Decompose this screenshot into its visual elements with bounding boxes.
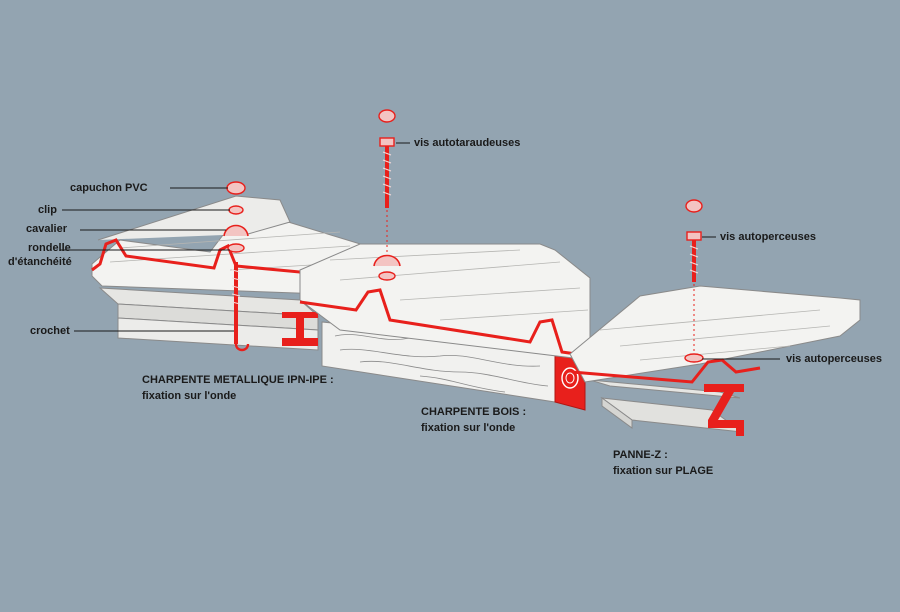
leader-lines [60,142,780,360]
right-screw-stack [684,199,704,363]
middle-screw-stack [373,109,401,281]
caption-z-purlin: PANNE-Z : fixation sur PLAGE [613,447,713,479]
caption-metal-framing: CHARPENTE METALLIQUE IPN-IPE : fixation … [142,372,334,404]
caption-wood-framing: CHARPENTE BOIS : fixation sur l'onde [421,404,526,436]
caption-metal-line2: fixation sur l'onde [142,390,237,402]
label-vis-autoperceuses-top: vis autoperceuses [720,231,816,243]
caption-wood-line2: fixation sur l'onde [421,422,516,434]
label-cavalier: cavalier [26,223,67,235]
caption-z-line2: fixation sur PLAGE [613,465,714,477]
label-vis-autoperceuses-bottom: vis autoperceuses [786,353,882,365]
label-etancheite: d'étanchéité [8,256,72,268]
z-purlin [589,379,744,436]
label-capuchon-pvc: capuchon PVC [70,182,148,194]
label-clip: clip [38,204,57,216]
label-crochet: crochet [30,325,70,337]
label-rondelle: rondelle [28,242,71,254]
caption-metal-line1: CHARPENTE METALLIQUE IPN-IPE : [142,374,334,386]
ipn-beam [98,287,320,351]
caption-z-line1: PANNE-Z : [613,449,668,461]
sheet-right [569,285,861,384]
label-vis-autotaraudeuses: vis autotaraudeuses [414,137,521,149]
caption-wood-line1: CHARPENTE BOIS : [421,406,527,418]
sheet-middle [299,243,591,361]
